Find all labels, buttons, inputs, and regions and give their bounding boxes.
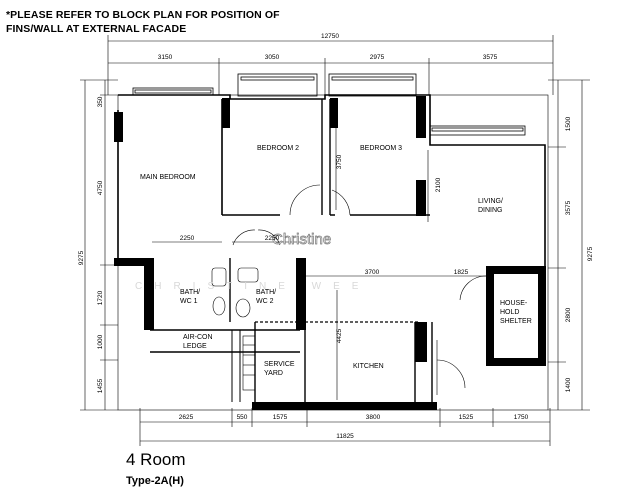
room-labels: MAIN BEDROOM BEDROOM 2 BEDROOM 3 LIVING/… bbox=[140, 145, 532, 377]
dim-top-total: 12750 bbox=[321, 33, 339, 40]
dim-left-2: 4750 bbox=[97, 180, 104, 195]
plan-title: 4 Room bbox=[126, 450, 186, 469]
label-service-2: YARD bbox=[264, 370, 283, 377]
window-frames bbox=[132, 73, 526, 136]
dimension-lines bbox=[80, 35, 590, 446]
label-living-1: LIVING/ bbox=[478, 198, 503, 205]
dim-left-1: 350 bbox=[97, 96, 104, 107]
label-shelter-1: HOUSE- bbox=[500, 300, 528, 307]
label-bedroom-2: BEDROOM 2 bbox=[257, 145, 299, 152]
label-service-1: SERVICE bbox=[264, 361, 295, 368]
walls bbox=[117, 94, 549, 411]
label-main-bedroom: MAIN BEDROOM bbox=[140, 174, 196, 181]
label-bedroom-3: BEDROOM 3 bbox=[360, 145, 402, 152]
dim-inner-living: 2100 bbox=[435, 177, 442, 192]
dim-left-total: 9275 bbox=[78, 250, 85, 265]
dim-inner-bath2: 2250 bbox=[265, 235, 280, 242]
plan-type: Type-2A(H) bbox=[126, 475, 184, 487]
dimension-labels: 12750 3150 3050 2975 3575 2625 550 1575 … bbox=[158, 33, 529, 440]
facade-note-line1: *PLEASE REFER TO BLOCK PLAN FOR POSITION… bbox=[6, 9, 280, 21]
bath-fixtures bbox=[211, 267, 259, 391]
label-bath1-1: BATH/ bbox=[180, 289, 200, 296]
dim-bot-5: 1525 bbox=[459, 414, 474, 421]
dim-top-1: 3150 bbox=[158, 54, 173, 61]
dim-inner-corridor: 3700 bbox=[365, 269, 380, 276]
structural-walls bbox=[114, 96, 546, 410]
dim-bot-6: 1750 bbox=[514, 414, 529, 421]
dim-bot-1: 2625 bbox=[179, 414, 194, 421]
dim-right-total: 9275 bbox=[587, 246, 594, 261]
label-living-2: DINING bbox=[478, 207, 503, 214]
vertical-dimension-labels: 9275 350 4750 1720 1000 1455 9275 1500 3… bbox=[78, 96, 594, 393]
label-aircon-2: LEDGE bbox=[183, 343, 207, 350]
label-shelter-2: HOLD bbox=[500, 309, 519, 316]
dim-bot-total: 11825 bbox=[336, 433, 354, 440]
dim-inner-bed3: 3750 bbox=[336, 154, 343, 169]
facade-note: *PLEASE REFER TO BLOCK PLAN FOR POSITION… bbox=[6, 8, 280, 36]
dim-inner-bath1: 2250 bbox=[180, 235, 195, 242]
dim-top-3: 2975 bbox=[370, 54, 385, 61]
label-kitchen: KITCHEN bbox=[353, 363, 384, 370]
dim-left-4: 1000 bbox=[97, 334, 104, 349]
dim-top-2: 3050 bbox=[265, 54, 280, 61]
dim-right-3: 2800 bbox=[565, 307, 572, 322]
dim-inner-kitchen: 4425 bbox=[336, 328, 343, 343]
dim-right-1: 1500 bbox=[565, 116, 572, 131]
watermark-faint: CHRISTINE WEE bbox=[135, 281, 370, 292]
dim-inner-shelter: 1825 bbox=[454, 269, 469, 276]
label-aircon-1: AIR-CON bbox=[183, 334, 213, 341]
dim-right-2: 3575 bbox=[565, 200, 572, 215]
label-shelter-3: SHELTER bbox=[500, 318, 532, 325]
dim-top-4: 3575 bbox=[483, 54, 498, 61]
dim-right-4: 1400 bbox=[565, 377, 572, 392]
dim-bot-4: 3800 bbox=[366, 414, 381, 421]
door-swings bbox=[232, 184, 487, 395]
dim-bot-2: 550 bbox=[237, 414, 248, 421]
label-bath1-2: WC 1 bbox=[180, 298, 198, 305]
dim-left-5: 1455 bbox=[97, 378, 104, 393]
dim-bot-3: 1575 bbox=[273, 414, 288, 421]
facade-note-line2: FINS/WALL AT EXTERNAL FACADE bbox=[6, 23, 187, 35]
watermark-main: Christine bbox=[272, 231, 331, 248]
dim-left-3: 1720 bbox=[97, 290, 104, 305]
label-bath2-2: WC 2 bbox=[256, 298, 274, 305]
label-bath2-1: BATH/ bbox=[256, 289, 276, 296]
